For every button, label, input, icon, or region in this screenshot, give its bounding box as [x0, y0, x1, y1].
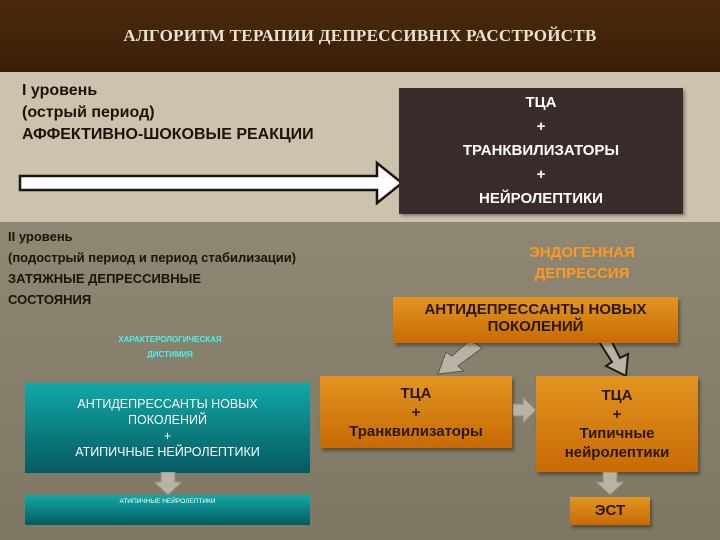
tca-tranquilizers-box: ТЦА + Транквилизаторы	[320, 376, 512, 448]
ect-box: ЭСТ	[570, 497, 650, 525]
tca-tranq-line: +	[411, 403, 421, 421]
level2-label: II уровень	[8, 229, 73, 244]
tca-typical-line: ТЦА	[601, 387, 633, 404]
therapy-item: ТЦА	[525, 94, 557, 111]
dysthymia-therapy-line: +	[163, 429, 172, 443]
level2-states-cont: СОСТОЯНИЯ	[8, 292, 92, 307]
tca-typical-line: +	[612, 406, 622, 423]
endogenous-title-line: ДЕПРЕССИЯ	[534, 265, 630, 282]
dysthymia-therapy-line: АТИПИЧНЫЕ НЕЙРОЛЕПТИКИ	[75, 445, 260, 459]
therapy-item: ТРАНКВИЛИЗАТОРЫ	[462, 142, 620, 159]
dysthymia-therapy-box: АНТИДЕПРЕССАНТЫ НОВЫХ ПОКОЛЕНИЙ + АТИПИЧ…	[25, 383, 310, 473]
right-arrow-icon	[513, 395, 537, 425]
down-arrow-icon	[595, 472, 625, 496]
level2-heading: II уровень (подострый период и период ст…	[8, 226, 296, 310]
page-title: АЛГОРИТМ ТЕРАПИИ ДЕПРЕССИВНІХ РАССТРОЙСТ…	[123, 26, 597, 45]
dysthymia-therapy-line: ПОКОЛЕНИЙ	[128, 413, 207, 427]
therapy-item: НЕЙРОЛЕПТИКИ	[479, 190, 603, 207]
down-right-arrow-icon	[596, 340, 630, 378]
down-left-arrow-icon	[437, 340, 483, 375]
endogenous-title: ЭНДОГЕННАЯ ДЕПРЕССИЯ	[500, 242, 664, 284]
endogenous-title-line: ЭНДОГЕННАЯ	[529, 244, 635, 261]
tca-typical-line: Типичные	[579, 425, 655, 442]
tca-tranq-line: Транквилизаторы	[349, 422, 483, 440]
tca-typical-neuroleptics-box: ТЦА + Типичные нейролептики	[536, 376, 698, 472]
right-arrow-shape	[18, 160, 405, 206]
level1-period: (острый период)	[22, 104, 155, 121]
dysthymia-title-line: ДИСТИМИЯ	[147, 350, 193, 359]
level1-arrow	[18, 160, 405, 206]
level1-therapy-box: ТЦА + ТРАНКВИЛИЗАТОРЫ + НЕЙРОЛЕПТИКИ	[399, 88, 683, 214]
new-antidepressants-box: АНТИДЕПРЕССАНТЫ НОВЫХ ПОКОЛЕНИЙ	[393, 297, 678, 343]
atypical-neuroleptics-label: АТИПИЧНЫЕ НЕЙРОЛЕПТИКИ	[119, 498, 216, 505]
level1-heading: I уровень (острый период) АФФЕКТИВНО-ШОК…	[22, 80, 314, 146]
level1-reaction: АФФЕКТИВНО-ШОКОВЫЕ РЕАКЦИИ	[22, 126, 314, 143]
atypical-neuroleptics-box: АТИПИЧНЫЕ НЕЙРОЛЕПТИКИ	[25, 495, 310, 525]
level1-label: I уровень	[22, 82, 98, 99]
tca-tranq-line: ТЦА	[400, 384, 432, 402]
dysthymia-title-line: ХАРАКТЕРОЛОГИЧЕСКАЯ	[118, 335, 222, 344]
therapy-item: +	[536, 118, 546, 135]
level2-period: (подострый период и период стабилизации)	[8, 250, 297, 265]
dysthymia-therapy-line: АНТИДЕПРЕССАНТЫ НОВЫХ	[77, 397, 258, 411]
dysthymia-title: ХАРАКТЕРОЛОГИЧЕСКАЯ ДИСТИМИЯ	[90, 332, 250, 362]
level2-states: ЗАТЯЖНЫЕ ДЕПРЕССИВНЫЕ	[8, 271, 202, 286]
ect-label: ЭСТ	[594, 502, 626, 519]
new-antidepressants-label: АНТИДЕПРЕССАНТЫ НОВЫХ ПОКОЛЕНИЙ	[424, 301, 647, 335]
therapy-item: +	[536, 166, 546, 183]
down-arrow-icon	[153, 472, 183, 496]
header-bar: АЛГОРИТМ ТЕРАПИИ ДЕПРЕССИВНІХ РАССТРОЙСТ…	[0, 0, 720, 72]
tca-typical-line: нейролептики	[564, 444, 670, 461]
branch-arrows	[437, 340, 630, 378]
